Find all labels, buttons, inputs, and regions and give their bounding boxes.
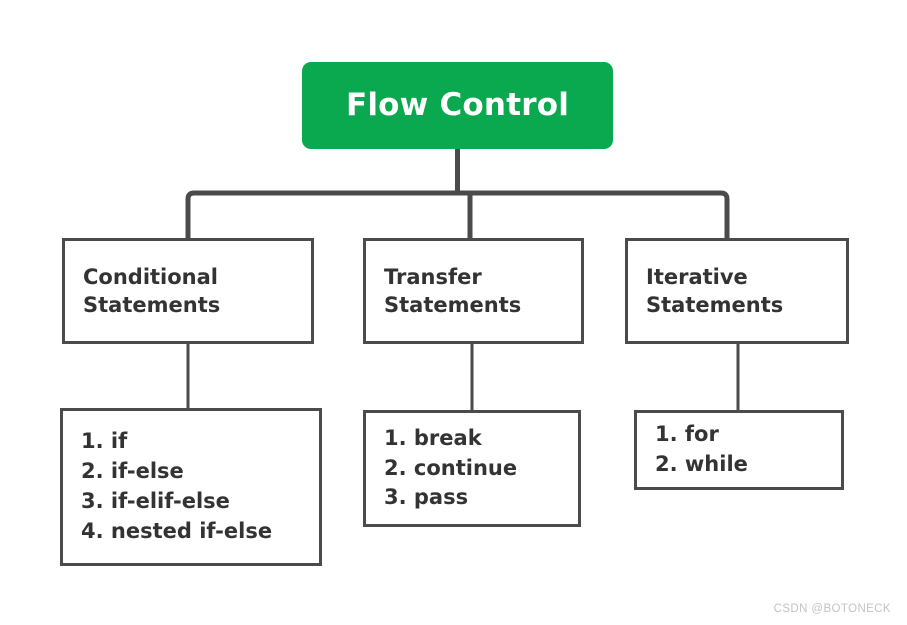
- list-item: 1. break: [384, 425, 482, 450]
- list-item: 1. for: [655, 422, 719, 447]
- list-item: 3. if-elif-else: [81, 489, 230, 513]
- list-item: 2. while: [655, 452, 748, 476]
- category-box-iterative: Iterative Statements: [625, 238, 849, 344]
- list-item: 3. pass: [384, 485, 469, 510]
- list-item: 4. nested if-else: [81, 518, 273, 543]
- category-box-conditional: Conditional Statements: [62, 238, 314, 344]
- list-item: 1. if: [81, 429, 128, 454]
- leaf-box-iterative: 1. for 2. while: [634, 410, 844, 490]
- category-label-transfer: Transfer Statements: [384, 264, 522, 317]
- connector-bus: [185, 190, 730, 238]
- category-label-conditional: Conditional Statements: [83, 264, 221, 317]
- leaf-box-transfer: 1. break 2. continue 3. pass: [363, 410, 581, 527]
- list-item: 2. continue: [384, 455, 518, 480]
- category-box-transfer: Transfer Statements: [363, 238, 584, 344]
- leaf-box-conditional: 1. if 2. if-else 3. if-elif-else 4. nest…: [60, 408, 322, 566]
- root-node-label: Flow Control: [345, 87, 570, 124]
- list-item: 2. if-else: [81, 459, 184, 484]
- watermark-text: CSDN @BOTONECK: [773, 603, 891, 615]
- root-node-flow-control: Flow Control: [302, 62, 613, 149]
- category-label-iterative: Iterative Statements: [646, 264, 784, 317]
